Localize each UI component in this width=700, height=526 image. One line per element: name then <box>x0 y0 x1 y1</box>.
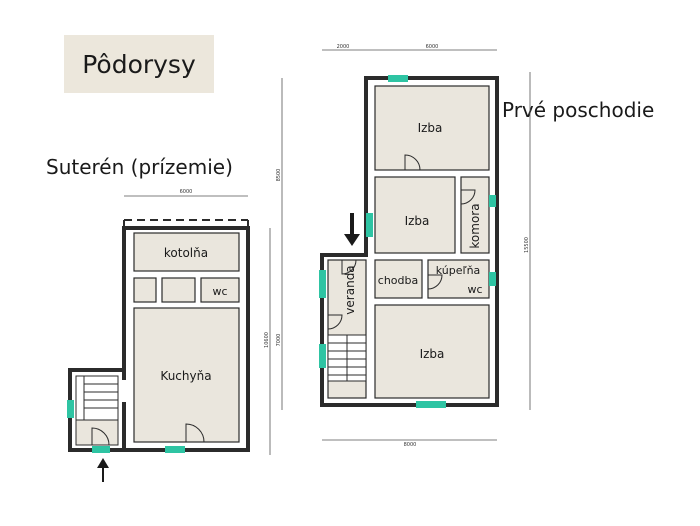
bathroom-label: kúpeľňa <box>436 264 481 277</box>
room-3-label: Izba <box>420 347 445 361</box>
basement-window-entrance <box>92 446 110 453</box>
entrance-door <box>91 427 110 446</box>
first-dim-right-label: 15500 <box>524 237 530 253</box>
first-stair-steps <box>328 335 366 381</box>
basement-entry-arrow <box>97 458 109 482</box>
hall-label: chodba <box>378 274 418 287</box>
first-dim-left-label: 8500 <box>276 169 282 182</box>
basement-small-room-2 <box>161 277 196 303</box>
basement-window-left <box>67 400 74 418</box>
veranda-label: veranda <box>343 265 357 314</box>
first-floor-label: Prvé poschodie <box>502 98 655 122</box>
pantry-label: komora <box>468 203 482 248</box>
basement-stairs <box>75 375 119 421</box>
basement-dim-left-inner-label: 7000 <box>276 334 282 347</box>
bathroom-door <box>427 274 443 290</box>
veranda-inner-door <box>327 314 343 330</box>
room-1-door <box>404 154 421 171</box>
basement-plan: kotolňa wc Kuchyňa 6000 10600 7000 <box>67 189 282 482</box>
basement-small-room-1 <box>133 277 157 303</box>
pantry-door <box>460 189 476 205</box>
basement-dim-top-label: 6000 <box>180 189 193 195</box>
veranda-door <box>341 259 357 275</box>
first-window-pantry <box>489 195 496 207</box>
hall-room <box>374 259 423 299</box>
basement-label: Suterén (prízemie) <box>46 155 233 179</box>
boiler-room <box>133 232 240 272</box>
kitchen-room <box>133 307 240 443</box>
first-dim-top-left-label: 2000 <box>337 44 350 50</box>
kitchen-label: Kuchyňa <box>160 369 211 383</box>
first-window-room2 <box>366 213 373 237</box>
room-2 <box>374 176 456 254</box>
basement-dim-left-outer-label: 10600 <box>264 332 270 348</box>
room-1 <box>374 85 490 171</box>
room-1-label: Izba <box>418 121 443 135</box>
basement-window-bottom <box>165 446 185 453</box>
first-window-bathroom <box>489 272 496 286</box>
first-window-veranda <box>319 270 326 298</box>
page-title: Pôdorysy <box>82 49 196 79</box>
title-box: Pôdorysy <box>64 35 214 93</box>
basement-wc-label: wc <box>212 285 227 298</box>
room-3 <box>374 304 490 399</box>
basement-stair-steps <box>83 376 118 420</box>
first-entry-arrow <box>344 213 360 246</box>
first-window-bottom <box>416 401 446 408</box>
bathroom-wc-label: wc <box>467 283 482 296</box>
boiler-label: kotolňa <box>164 246 208 260</box>
kitchen-door <box>185 423 205 443</box>
first-dim-top-right-label: 6000 <box>426 44 439 50</box>
first-dim-bottom-label: 8000 <box>404 442 417 448</box>
annex-opening <box>120 380 126 402</box>
first-window-top <box>388 75 408 82</box>
first-window-stairs <box>319 344 326 368</box>
room-2-label: Izba <box>405 214 430 228</box>
bathroom-room <box>427 259 490 299</box>
basement-wc-room <box>200 277 240 303</box>
first-floor-plan: 2000 6000 8500 15500 8000 <box>276 44 531 448</box>
basement-entrance <box>75 419 119 446</box>
